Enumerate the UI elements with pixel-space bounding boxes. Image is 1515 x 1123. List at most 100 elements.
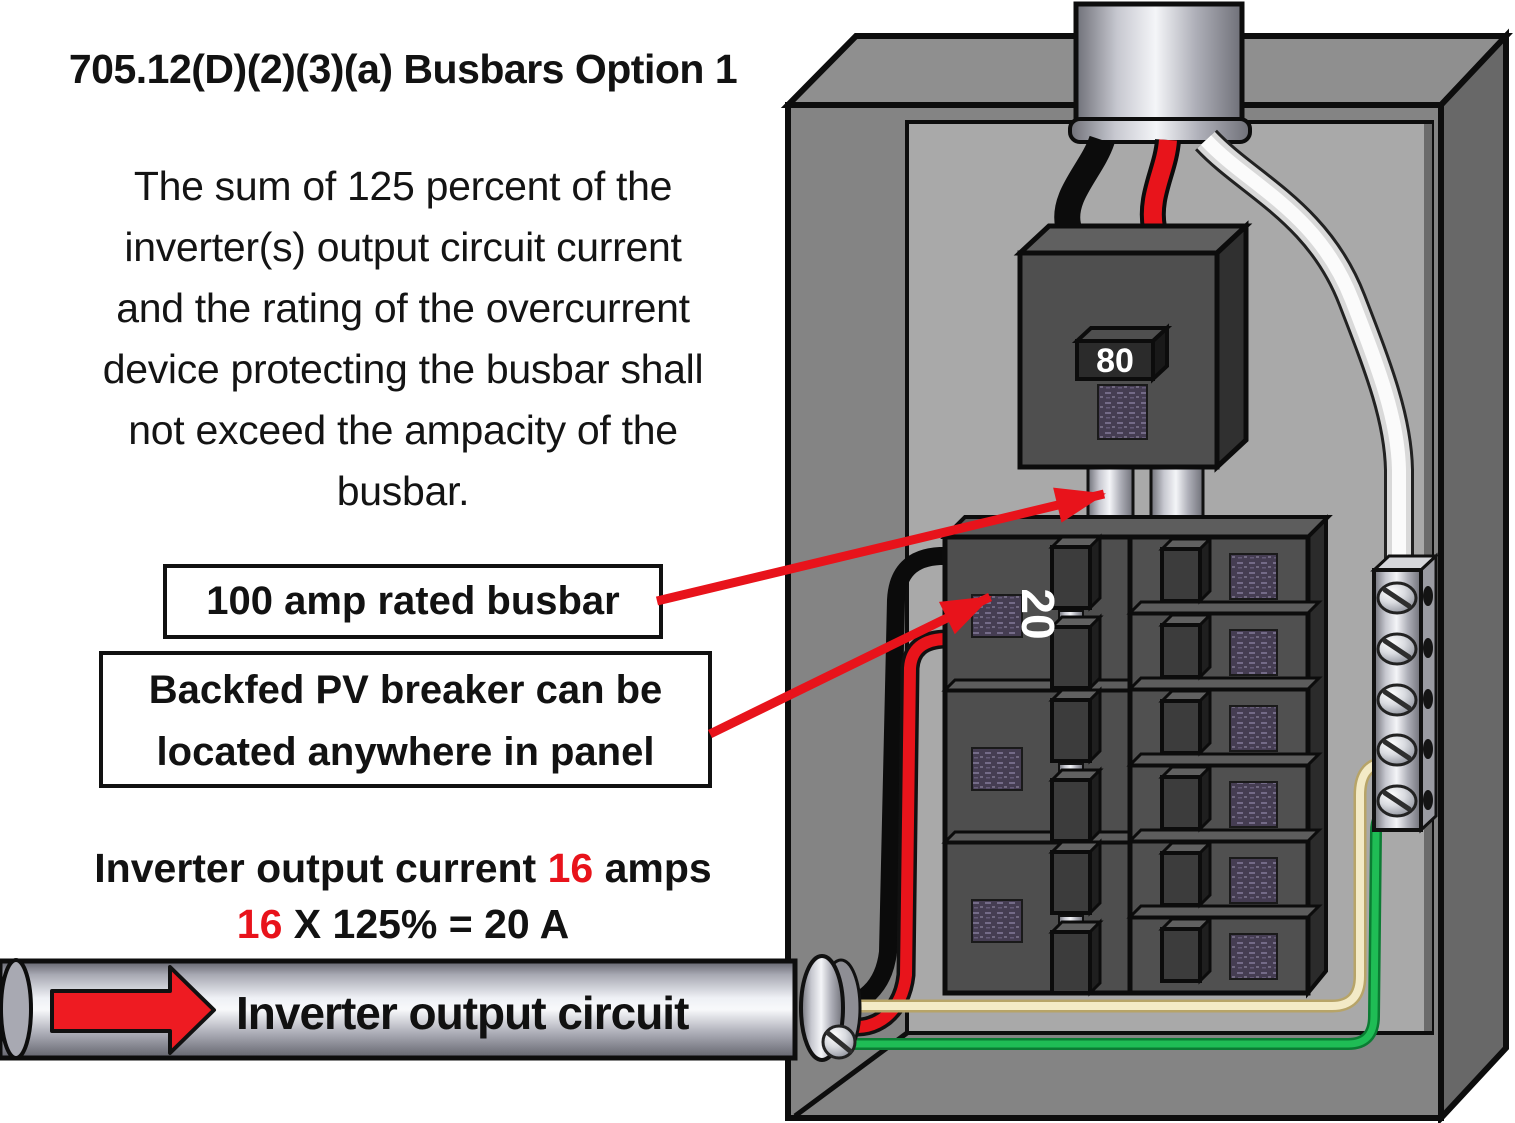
formula-value: 16: [236, 901, 283, 947]
rule-line: device protecting the busbar shall: [102, 346, 704, 392]
current-suffix: amps: [593, 845, 712, 891]
handle-side: [1088, 686, 1102, 765]
conduit-tube: [0, 958, 798, 1061]
breaker-sticker: [1229, 933, 1278, 980]
handle-top: [1158, 537, 1214, 551]
formula-rest: X 125% = 20 A: [282, 901, 570, 947]
right-breaker-2: [1127, 610, 1311, 692]
wire-hole: [1423, 586, 1433, 606]
handle-side: [1198, 611, 1212, 681]
main-breaker: 80: [1013, 220, 1253, 473]
breaker-sticker: [1229, 857, 1278, 904]
handle-top: [1048, 840, 1104, 854]
callout-arrows: [655, 487, 1106, 739]
bar-front-face: [1372, 568, 1423, 832]
backfed-callout-box: Backfed PV breaker can be located anywhe…: [99, 651, 712, 788]
breaker-handle: [1160, 547, 1202, 603]
conduit-end-cap: [0, 958, 33, 1060]
right-breaker-3: [1127, 686, 1311, 768]
handle-top: [1048, 535, 1104, 549]
service-wires: [1054, 129, 1414, 578]
breaker-sticker: [1229, 781, 1278, 828]
left-breaker-column: 20: [941, 533, 1144, 997]
breaker-lip: [1126, 752, 1323, 767]
enclosure-interior-wall: [905, 120, 1434, 1035]
red-hot-wire-top: [1139, 138, 1181, 269]
handle-side: [1088, 533, 1102, 612]
main-breaker-top-face: [1013, 223, 1253, 256]
handle-top: [1158, 841, 1214, 855]
breaker-lip: [1126, 828, 1323, 843]
left-breaker-lip: [941, 830, 1144, 844]
code-rule-text: The sum of 125 percent of the inverter(s…: [0, 156, 806, 522]
bar-top-face: [1370, 554, 1440, 572]
rule-line: inverter(s) output circuit current: [124, 224, 682, 270]
breaker-handle: [1160, 623, 1202, 679]
conduit-bushing: [799, 954, 862, 1062]
bushing-screw-slot: [825, 1030, 853, 1054]
green-ground-wire: [845, 806, 1390, 1050]
wire-hole: [1423, 689, 1433, 709]
right-breaker-6: [1127, 914, 1311, 996]
busbar-stub-right: [1149, 458, 1205, 544]
left-breaker-3: [942, 839, 1133, 996]
main-breaker-handle: [1075, 339, 1155, 381]
wire-hole: [1423, 638, 1433, 658]
service-conduit-stub: [1073, 1, 1245, 123]
breaker-handle: [1050, 698, 1092, 763]
black-pv-wire: [832, 547, 956, 1014]
panel-enclosure: [780, 28, 1513, 1123]
breaker-handle: [1160, 927, 1202, 983]
bushing-ring: [799, 954, 845, 1062]
terminal-screws: [1376, 581, 1418, 818]
right-breaker-5: [1127, 838, 1311, 920]
screw-slot: [1382, 689, 1412, 711]
floor-corner-line: [793, 1030, 909, 1119]
main-breaker-body: [1017, 250, 1220, 470]
handle-top: [1048, 688, 1104, 702]
breaker-sticker: [971, 747, 1023, 791]
screw-slot: [1382, 587, 1412, 609]
main-handle-top: [1071, 326, 1173, 343]
handle-tie-pin: [1058, 915, 1084, 931]
handle-tie-pin: [1058, 610, 1084, 626]
handle-top: [1048, 920, 1104, 934]
breaker-sticker: [1229, 553, 1278, 600]
handle-top: [1048, 768, 1104, 782]
busbar: [1086, 458, 1205, 544]
bushing-back: [820, 958, 862, 1058]
breaker-lip: [1126, 676, 1323, 691]
right-breaker-column: [1126, 534, 1323, 996]
service-entry-fitting: [1068, 1, 1252, 144]
red-pv-wire: [844, 629, 968, 1037]
handle-side: [1198, 535, 1212, 605]
handle-side: [1088, 838, 1102, 917]
handle-side: [1198, 687, 1212, 757]
screw-icon: [1376, 632, 1418, 666]
breaker-handle: [1160, 775, 1202, 831]
pv-breaker-rating-label: 20: [1012, 588, 1064, 639]
right-breaker-1: [1127, 534, 1311, 616]
bar-right-face: [1419, 552, 1438, 834]
stack-top-face: [940, 515, 1333, 539]
breaker-handle: [1160, 699, 1202, 755]
screw-slot: [1382, 739, 1412, 761]
screw-icon: [1376, 581, 1418, 615]
right-arrow-icon: [50, 965, 216, 1055]
handle-top: [1048, 615, 1104, 629]
main-breaker-right-face: [1214, 220, 1249, 473]
current-prefix: Inverter output current: [94, 845, 548, 891]
backfed-callout-line1: Backfed PV breaker can be: [148, 668, 663, 712]
diagram-title: 705.12(D)(2)(3)(a) Busbars Option 1: [68, 46, 738, 92]
right-breaker-handles-and-stickers: [1158, 535, 1278, 985]
rule-line: busbar.: [336, 468, 470, 514]
interior-right-shadow: [1424, 124, 1432, 1031]
white-neutral-wire: [1195, 129, 1414, 578]
conduit-locknut: [1068, 117, 1252, 144]
black-hot-wire-top: [1054, 135, 1115, 268]
handle-top: [1158, 613, 1214, 627]
inverter-output-conduit: Inverter output circuit: [0, 958, 798, 1061]
breaker-handle: [1160, 851, 1202, 907]
left-breaker-handles: [1048, 533, 1104, 997]
